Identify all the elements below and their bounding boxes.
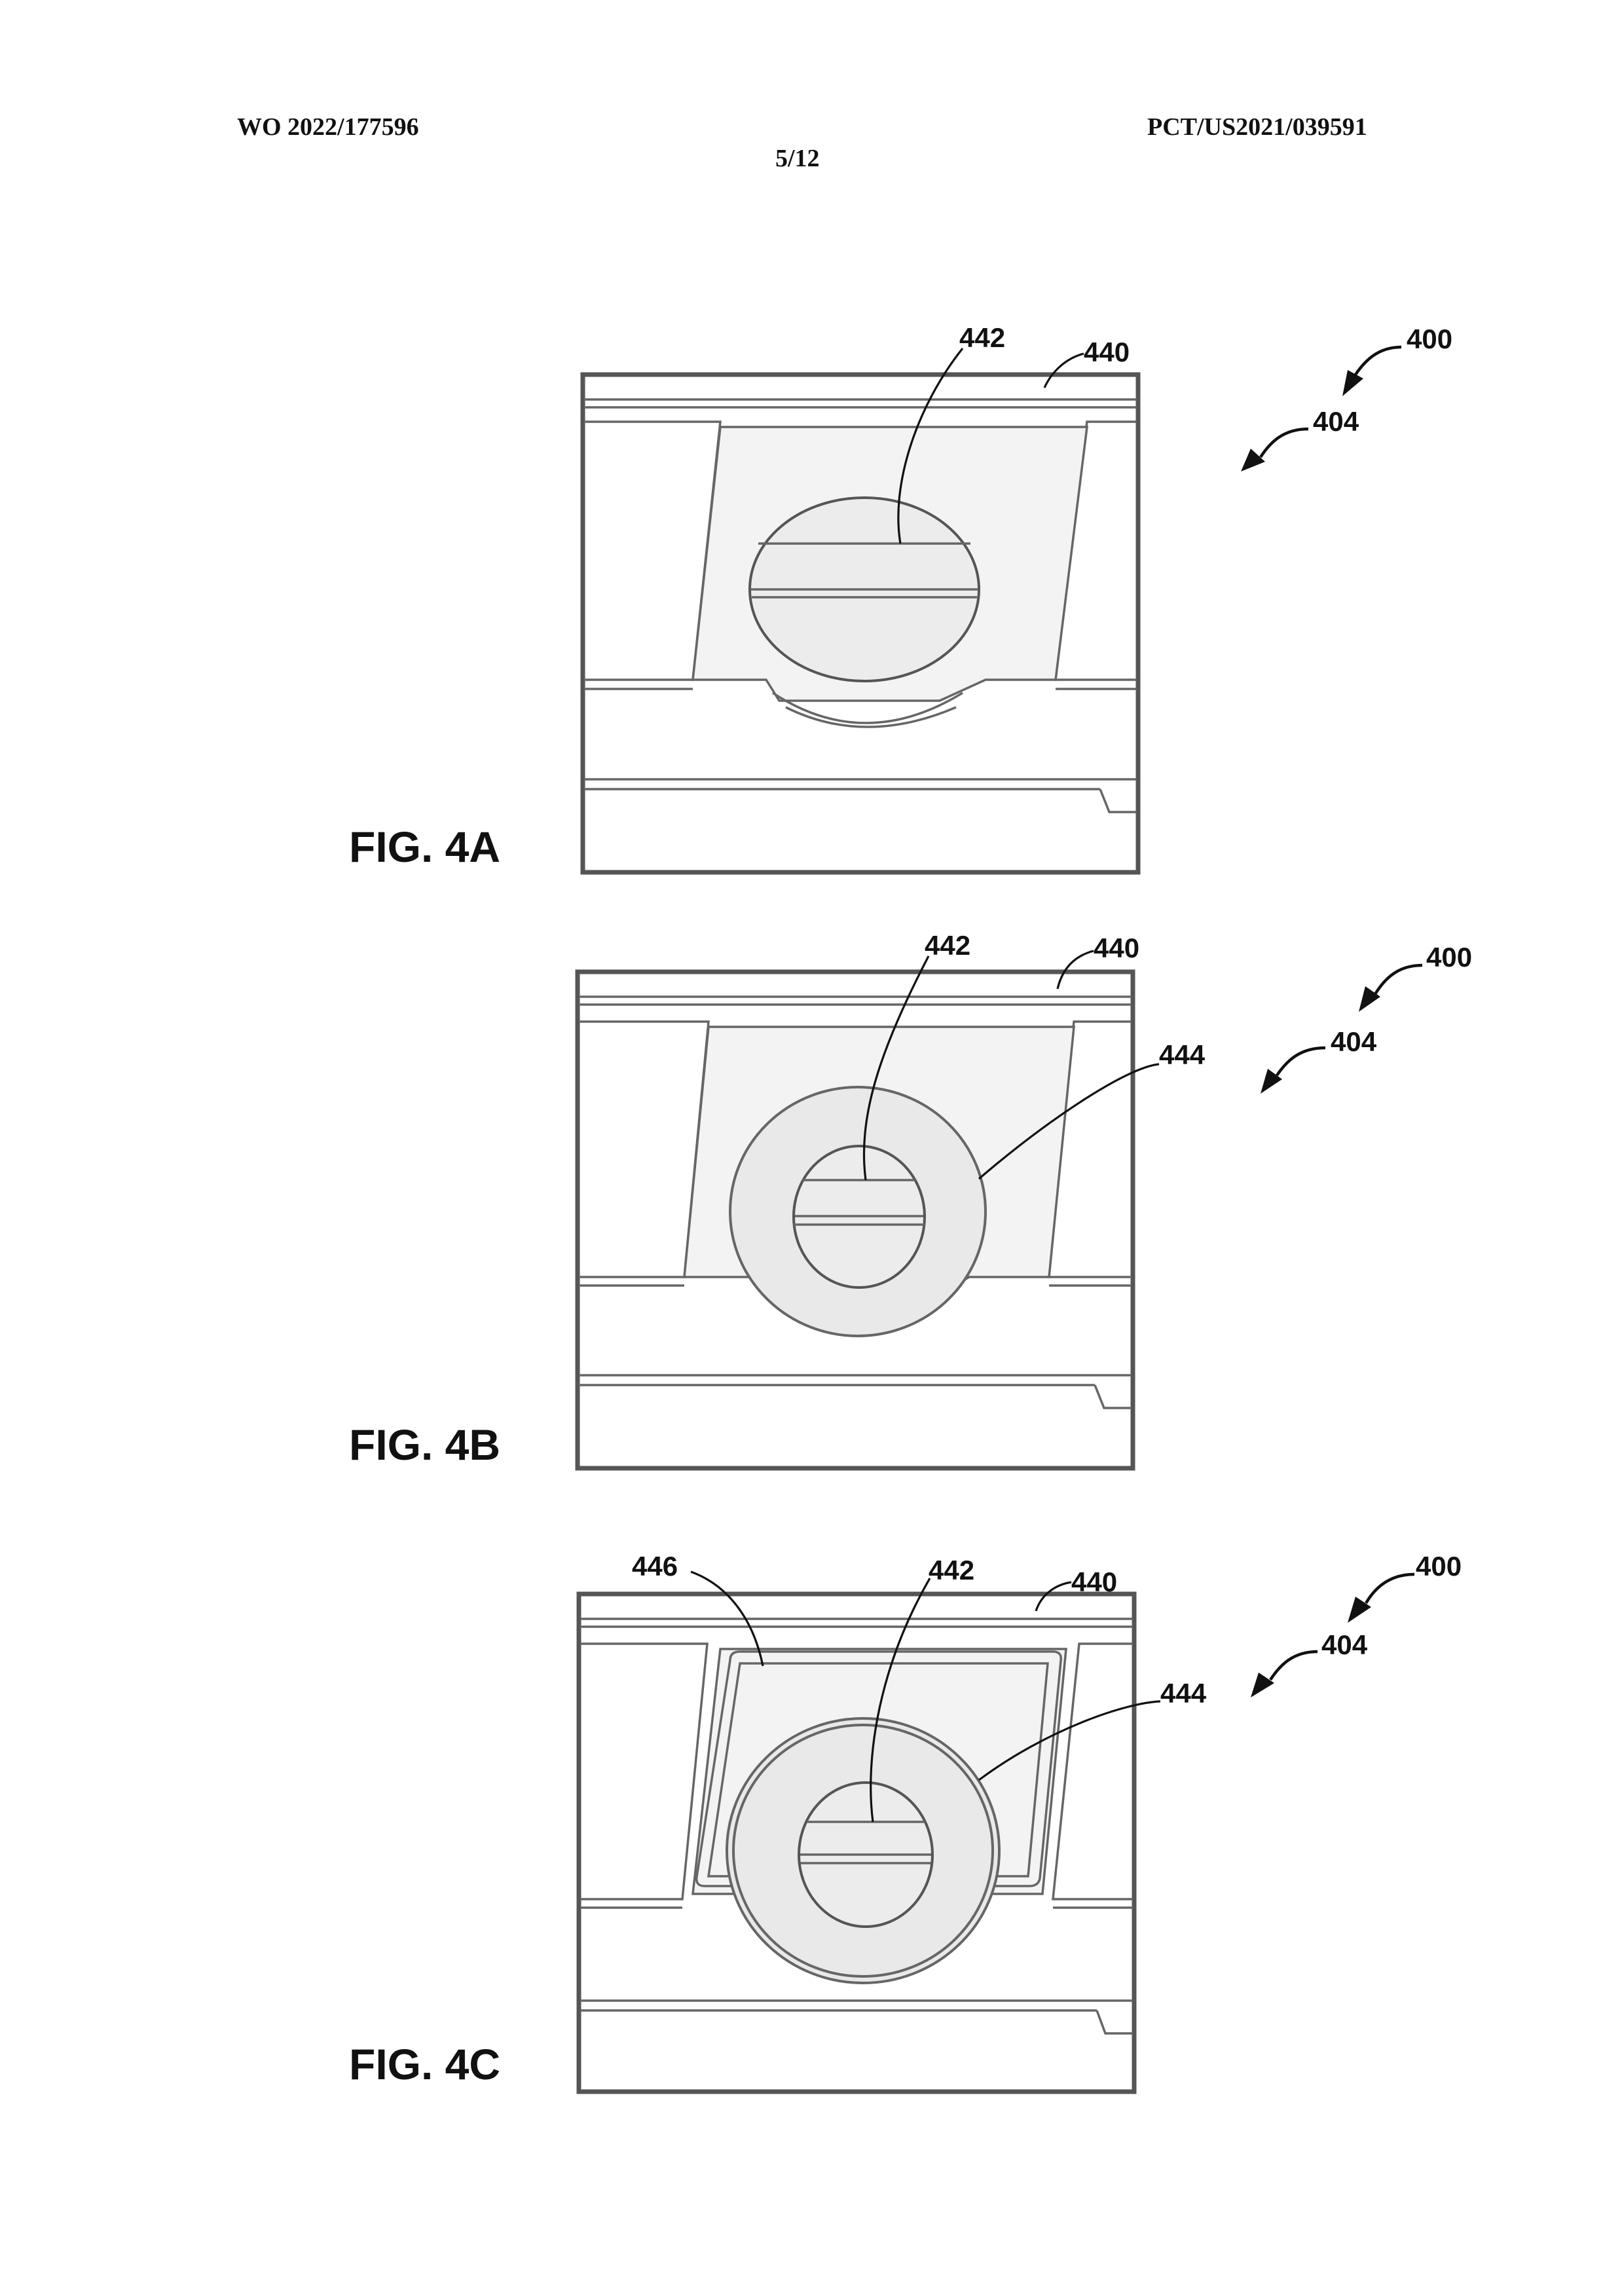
- ref-440: 440: [1084, 337, 1130, 367]
- figure-4c-label: FIG. 4C: [349, 2040, 501, 2088]
- ref-404: 404: [1321, 1629, 1368, 1660]
- publication-number: WO 2022/177596: [237, 113, 419, 141]
- ref-404: 404: [1331, 1026, 1377, 1057]
- ref-442: 442: [959, 322, 1005, 353]
- figure-4c-device: [576, 1591, 1137, 2094]
- figure-4c-drawing: 446 442 440 444 400 404: [576, 1551, 1462, 2094]
- ref-440: 440: [1094, 933, 1139, 963]
- ref-444: 444: [1160, 1678, 1207, 1709]
- figure-4b-drawing: 442 440 444 400 404: [575, 930, 1472, 1471]
- figure-4b-label: FIG. 4B: [349, 1420, 501, 1469]
- ref-404: 404: [1313, 406, 1359, 437]
- figure-4b-callouts: 442 440 444 400 404: [862, 930, 1472, 1181]
- figure-4a-device: [580, 372, 1141, 875]
- application-number: PCT/US2021/039591: [1147, 113, 1367, 141]
- ref-446: 446: [632, 1551, 678, 1582]
- ref-444: 444: [1159, 1039, 1206, 1070]
- ref-400: 400: [1426, 942, 1472, 972]
- figure-4b-device: [575, 969, 1135, 1471]
- ref-400: 400: [1407, 324, 1452, 354]
- figure-4a-drawing: 442 440 400 404: [580, 322, 1452, 875]
- figure-4a-label: FIG. 4A: [349, 823, 501, 871]
- ref-440: 440: [1071, 1566, 1117, 1597]
- sheet-number: 5/12: [775, 145, 820, 172]
- figure-4c-callouts: 446 442 440 444 400 404: [632, 1551, 1462, 1823]
- ref-400: 400: [1416, 1551, 1462, 1582]
- ref-442: 442: [929, 1555, 974, 1585]
- ref-442: 442: [925, 930, 970, 961]
- figure-4a-callouts: 442 440 400 404: [897, 322, 1452, 544]
